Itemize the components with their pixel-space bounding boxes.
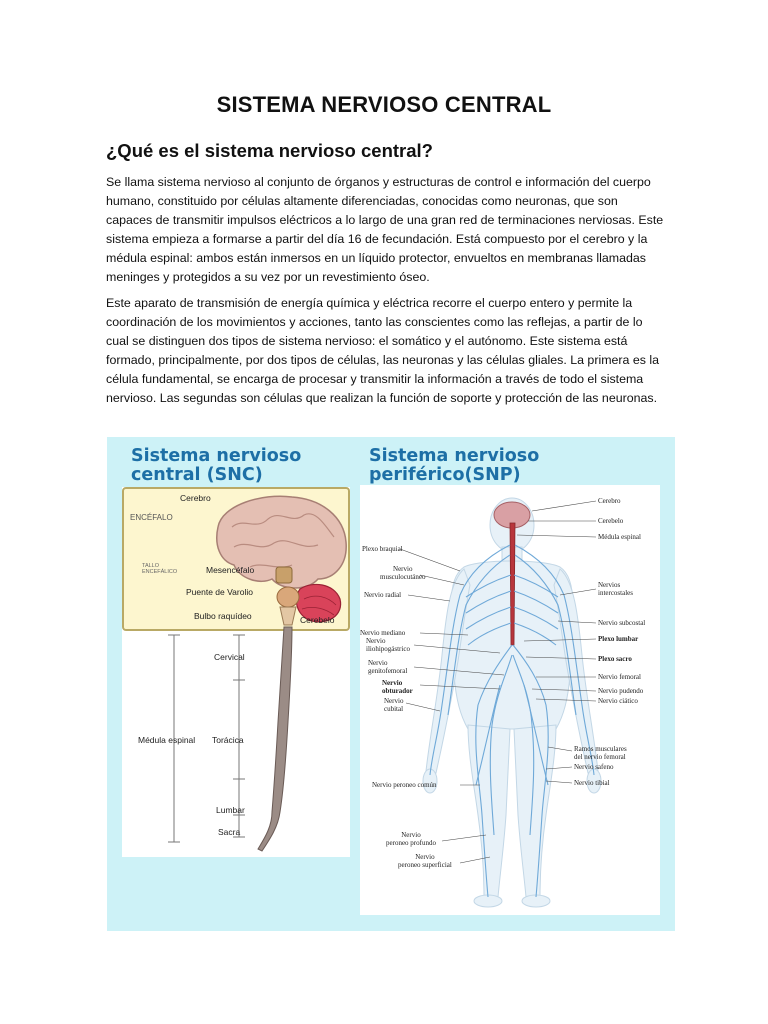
leader-lines: [399, 500, 597, 864]
snc-label-encefalo: ENCÉFALO: [130, 513, 173, 522]
snc-label-tallo-1: TALLO: [142, 563, 160, 569]
snp-label-musculo-1: Nervio: [393, 565, 413, 573]
snc-label-cervical: Cervical: [214, 652, 245, 662]
snc-illustration: [168, 495, 347, 852]
snp-label-genitofemoral: Nervio genitofemoral: [368, 659, 407, 675]
snp-label-intercostales: Nervios intercostales: [598, 581, 633, 597]
spinal-cord-shape: [257, 626, 293, 852]
medulla-shape: [279, 606, 297, 626]
snp-label-medula: Médula espinal: [598, 533, 641, 541]
snp-label-cerebelo: Cerebelo: [598, 517, 624, 525]
snp-label-obt-2: obturador: [382, 687, 413, 695]
midbrain-shape: [275, 566, 293, 584]
snc-label-mesencefalo: Mesencéfalo: [206, 565, 255, 575]
nerve-paths: [429, 544, 595, 898]
snp-label-plexo-sacro: Plexo sacro: [598, 655, 632, 663]
snc-label-toracica: Torácica: [212, 735, 244, 745]
snc-label-medula: Médula espinal: [138, 735, 196, 745]
snp-label-plexo-braquial: Plexo braquial: [362, 545, 403, 553]
snp-label-musculocutaneo: Nervio musculocutáneo: [380, 565, 426, 581]
snp-label-sup-1: Nervio: [415, 853, 435, 861]
snp-label-iliohipogastrico: Nervio iliohipogástrico: [366, 637, 410, 653]
snp-label-cub-1: Nervio: [384, 697, 404, 705]
snp-label-obturador: Nervio obturador: [382, 679, 413, 695]
snp-label-ilio-2: iliohipogástrico: [366, 645, 410, 653]
pons-shape: [276, 586, 300, 608]
snp-diagram: Cerebro Cerebelo Médula espinal Plexo br…: [360, 485, 660, 915]
snc-label-tallo-2: ENCEFÁLICO: [142, 569, 178, 575]
brain-shape: [216, 495, 347, 589]
snp-label-radial: Nervio radial: [364, 591, 402, 599]
snp-title-line-1: Sistema nervioso: [369, 446, 540, 466]
snp-label-peroneo-profundo: Nervio peroneo profundo: [386, 831, 436, 847]
snp-label-ramos: Ramos musculares del nervio femoral: [574, 745, 627, 761]
snc-label-sacra: Sacra: [218, 827, 241, 837]
page-title: SISTEMA NERVIOSO CENTRAL: [216, 92, 552, 117]
snp-label-ciatico: Nervio ciático: [598, 697, 638, 705]
snp-label-plexo-lumbar: Plexo lumbar: [598, 635, 639, 643]
snp-label-intercostales-2: intercostales: [598, 589, 633, 597]
snp-label-geni-2: genitofemoral: [368, 667, 408, 675]
snp-label-peroneo-comun: Nervio peroneo común: [372, 781, 437, 789]
snp-label-femoral: Nervio femoral: [598, 673, 641, 681]
snc-label-lumbar: Lumbar: [216, 805, 245, 815]
snp-label-ilio-1: Nervio: [366, 637, 386, 645]
snc-label-cerebelo: Cerebelo: [300, 615, 335, 625]
snp-label-tibial: Nervio tibial: [574, 779, 610, 787]
snp-label-obt-1: Nervio: [382, 679, 403, 687]
nervous-system-figure: Sistema nervioso central (SNC) Sistema n…: [107, 437, 675, 931]
snp-label-subcostal: Nervio subcostal: [598, 619, 646, 627]
snp-label-prof-1: Nervio: [401, 831, 421, 839]
snp-label-musculo-2: musculocutáneo: [380, 573, 426, 581]
snc-title-line-2: central (SNC): [131, 465, 263, 485]
snc-label-bulbo: Bulbo raquídeo: [194, 611, 252, 621]
snp-label-prof-2: peroneo profundo: [386, 839, 436, 847]
snc-label-tallo: TALLO ENCEFÁLICO: [142, 563, 177, 575]
snp-label-mediano: Nervio mediano: [360, 629, 406, 637]
snp-label-cerebro: Cerebro: [598, 497, 621, 505]
section-heading: ¿Qué es el sistema nervioso central?: [106, 140, 433, 161]
paragraph-1: Se llama sistema nervioso al conjunto de…: [106, 175, 664, 284]
snp-label-geni-1: Nervio: [368, 659, 388, 667]
snp-illustration: [399, 497, 602, 908]
snp-label-pudendo: Nervio pudendo: [598, 687, 644, 695]
snc-title-line-1: Sistema nervioso: [131, 446, 302, 466]
snp-label-sup-2: peroneo superficial: [398, 861, 452, 869]
snp-label-peroneo-superficial: Nervio peroneo superficial: [398, 853, 452, 869]
snp-title: Sistema nervioso periférico(SNP): [369, 447, 539, 485]
snp-label-intercostales-1: Nervios: [598, 581, 621, 589]
snp-label-ramos-1: Ramos musculares: [574, 745, 627, 753]
paragraph-2: Este aparato de transmisión de energía q…: [106, 296, 660, 405]
snp-label-cub-2: cubital: [384, 705, 404, 713]
snc-label-cerebro: Cerebro: [180, 493, 211, 503]
snp-label-cubital: Nervio cubital: [384, 697, 403, 713]
snc-title: Sistema nervioso central (SNC): [131, 447, 301, 485]
brain-folds: [231, 513, 335, 568]
snp-label-safeno: Nervio safeno: [574, 763, 614, 771]
snc-diagram: Cerebro ENCÉFALO TALLO ENCEFÁLICO Mesenc…: [122, 487, 350, 857]
snp-label-ramos-2: del nervio femoral: [574, 753, 626, 761]
snc-label-puente: Puente de Varolio: [186, 587, 253, 597]
snp-title-line-2: periférico(SNP): [369, 465, 521, 485]
snp-spinal-cord: [509, 522, 516, 646]
